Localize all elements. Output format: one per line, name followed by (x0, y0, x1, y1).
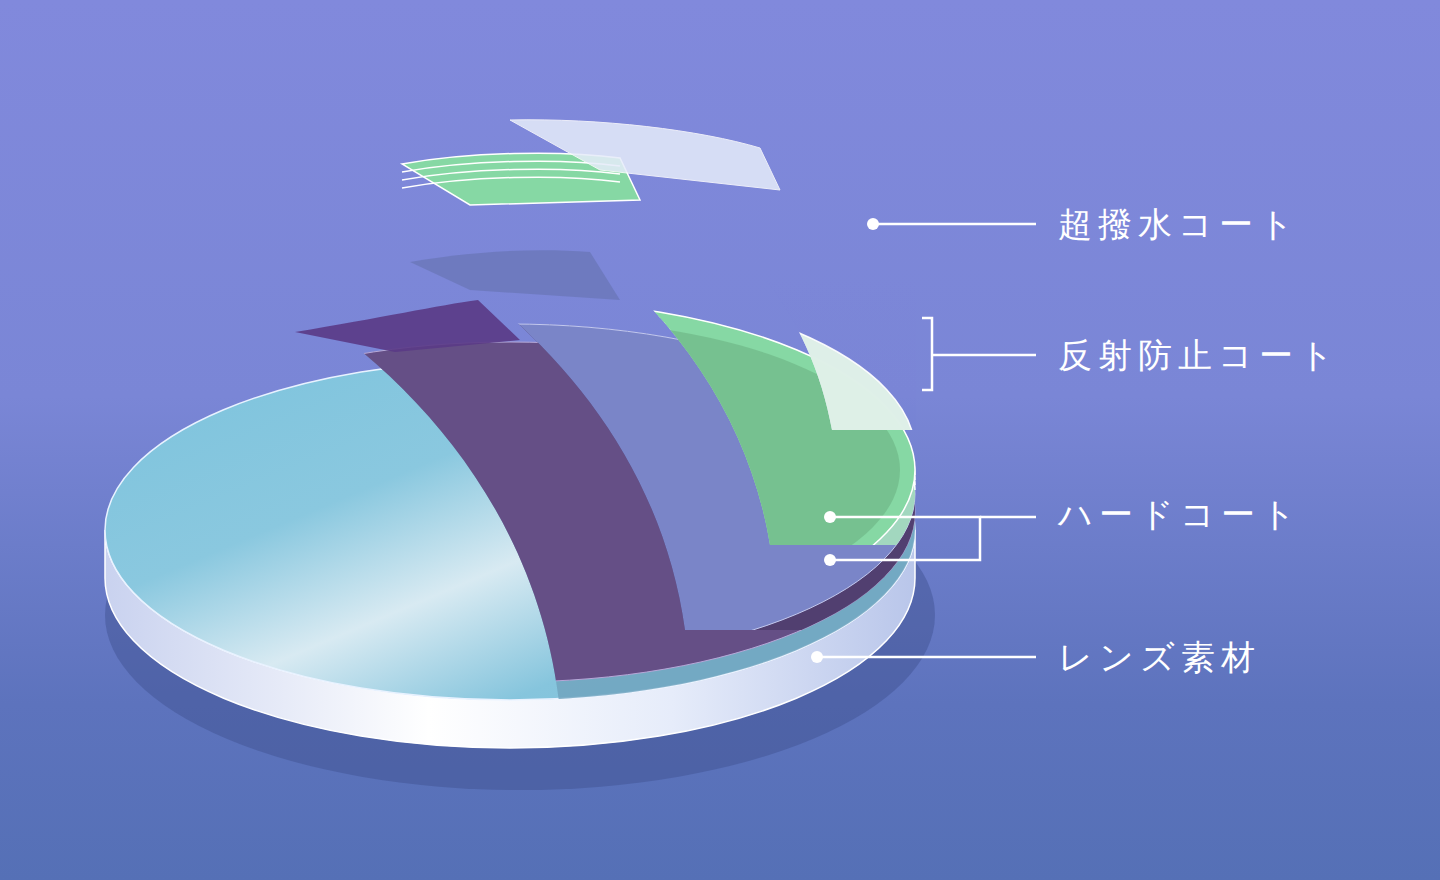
layer-label: ハードコート (1058, 494, 1302, 535)
anti-reflection-layer (105, 300, 915, 664)
water-repellent-coat (105, 282, 915, 622)
hard-coat-flap (410, 250, 620, 300)
water-repellent-layer (105, 282, 915, 640)
leader-line (980, 516, 1036, 519)
water-repellent-flap (510, 120, 780, 190)
layer-label: 超撥水コート (1058, 204, 1300, 245)
anti-reflection-shade (180, 320, 900, 620)
leader-line (817, 656, 1036, 659)
anti-reflection-coat (105, 300, 915, 640)
leader-lines (817, 224, 1036, 657)
bracket (830, 517, 980, 560)
leader-line (932, 354, 1036, 357)
layer-edge (105, 282, 915, 640)
leader-dot (824, 554, 836, 566)
leader-dot (811, 651, 823, 663)
hard-coat-flap (295, 300, 520, 352)
leader-dot (824, 511, 836, 523)
layer-label: レンズ素材 (1058, 637, 1261, 678)
layer-edge (105, 300, 915, 664)
layer-label: 反射防止コート (1058, 335, 1340, 376)
leader-dot (867, 218, 879, 230)
leader-line (873, 223, 1036, 226)
bracket (922, 318, 932, 390)
sheet-line (402, 177, 620, 188)
leader-dots (811, 218, 879, 663)
